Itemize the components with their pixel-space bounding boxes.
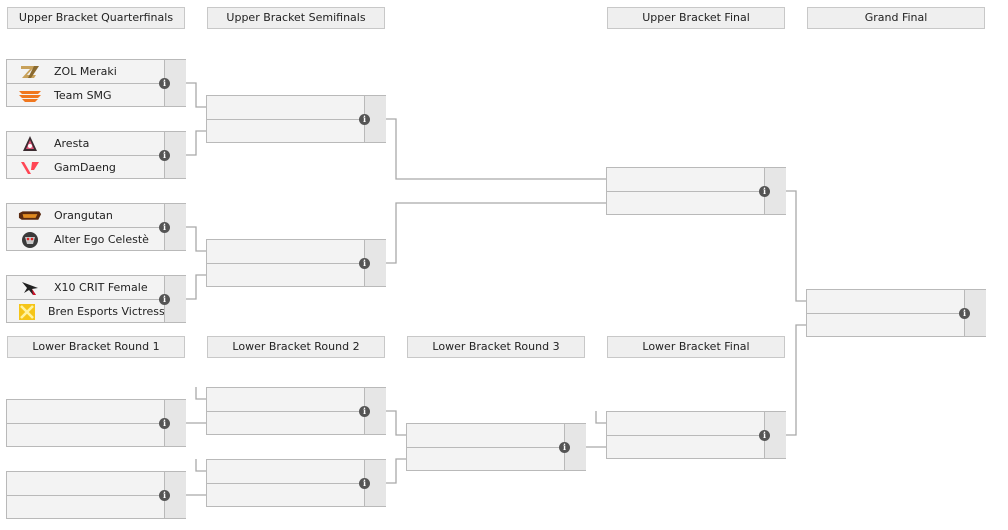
match-ub-qf-4[interactable]: X10 CRIT Female Bren Esports Victress i — [6, 275, 186, 323]
divider — [607, 435, 764, 436]
divider — [7, 227, 164, 228]
divider — [807, 313, 964, 314]
team-slot[interactable]: Bren Esports Victress — [7, 300, 165, 323]
divider — [207, 411, 364, 412]
match-lb-r1-1[interactable]: i — [6, 399, 186, 447]
info-icon[interactable]: i — [359, 114, 370, 125]
match-lb-r1-2[interactable]: i — [6, 471, 186, 519]
divider — [607, 191, 764, 192]
info-icon[interactable]: i — [759, 186, 770, 197]
divider — [207, 263, 364, 264]
info-icon[interactable]: i — [159, 222, 170, 233]
match-lb-final[interactable]: i — [606, 411, 786, 459]
x10-crit-logo-icon — [18, 279, 42, 297]
team-slot[interactable]: GamDaeng — [7, 156, 164, 179]
team-slot[interactable]: ZOL Meraki — [7, 60, 164, 83]
match-ub-qf-3[interactable]: Orangutan Alter Ego Celestè i — [6, 203, 186, 251]
match-ub-qf-2[interactable]: Aresta GamDaeng i — [6, 131, 186, 179]
header-lower-bracket-round-2: Lower Bracket Round 2 — [207, 336, 385, 358]
info-icon[interactable]: i — [759, 430, 770, 441]
info-icon[interactable]: i — [159, 78, 170, 89]
match-ub-qf-1[interactable]: ZOL Meraki Team SMG i — [6, 59, 186, 107]
team-name: Aresta — [54, 137, 90, 150]
team-name: Team SMG — [54, 89, 112, 102]
zol-meraki-logo-icon — [18, 63, 42, 81]
match-ub-sf-1[interactable]: i — [206, 95, 386, 143]
info-icon[interactable]: i — [159, 150, 170, 161]
team-slot[interactable]: Team SMG — [7, 84, 164, 107]
info-icon[interactable]: i — [159, 490, 170, 501]
team-slot[interactable]: X10 CRIT Female — [7, 276, 164, 299]
team-name: ZOL Meraki — [54, 65, 117, 78]
alter-ego-logo-icon — [18, 231, 42, 249]
info-icon[interactable]: i — [159, 418, 170, 429]
team-name: X10 CRIT Female — [54, 281, 148, 294]
team-name: Orangutan — [54, 209, 113, 222]
team-name: Alter Ego Celestè — [54, 233, 149, 246]
header-upper-bracket-semifinals: Upper Bracket Semifinals — [207, 7, 385, 29]
header-grand-final: Grand Final — [807, 7, 985, 29]
match-ub-sf-2[interactable]: i — [206, 239, 386, 287]
info-icon[interactable]: i — [359, 406, 370, 417]
team-smg-logo-icon — [18, 87, 42, 105]
info-icon[interactable]: i — [359, 478, 370, 489]
header-lower-bracket-final: Lower Bracket Final — [607, 336, 785, 358]
match-lb-r3[interactable]: i — [406, 423, 586, 471]
team-slot[interactable]: Alter Ego Celestè — [7, 228, 164, 251]
divider — [7, 423, 164, 424]
header-lower-bracket-round-3: Lower Bracket Round 3 — [407, 336, 585, 358]
header-upper-bracket-quarterfinals: Upper Bracket Quarterfinals — [7, 7, 185, 29]
info-icon[interactable]: i — [159, 294, 170, 305]
bren-esports-logo-icon — [18, 303, 36, 321]
team-name: Bren Esports Victress — [48, 305, 165, 318]
divider — [7, 299, 164, 300]
divider — [407, 447, 564, 448]
team-slot[interactable]: Orangutan — [7, 204, 164, 227]
info-icon[interactable]: i — [359, 258, 370, 269]
info-icon[interactable]: i — [559, 442, 570, 453]
divider — [7, 155, 164, 156]
match-grand-final[interactable]: i — [806, 289, 986, 337]
info-icon[interactable]: i — [959, 308, 970, 319]
divider — [7, 83, 164, 84]
divider — [207, 483, 364, 484]
aresta-logo-icon — [18, 135, 42, 153]
header-upper-bracket-final: Upper Bracket Final — [607, 7, 785, 29]
divider — [207, 119, 364, 120]
team-slot[interactable]: Aresta — [7, 132, 164, 155]
divider — [7, 495, 164, 496]
match-lb-r2-2[interactable]: i — [206, 459, 386, 507]
header-lower-bracket-round-1: Lower Bracket Round 1 — [7, 336, 185, 358]
gamdaeng-logo-icon — [18, 159, 42, 177]
match-lb-r2-1[interactable]: i — [206, 387, 386, 435]
match-ub-final[interactable]: i — [606, 167, 786, 215]
team-name: GamDaeng — [54, 161, 116, 174]
orangutan-logo-icon — [18, 207, 42, 225]
